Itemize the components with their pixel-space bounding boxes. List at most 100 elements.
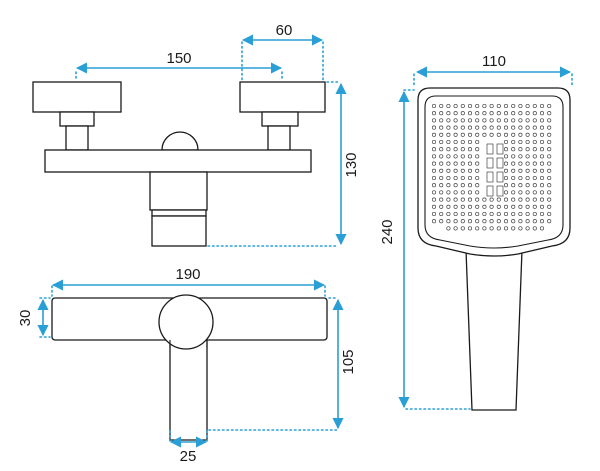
nozzle-hole (475, 118, 480, 123)
nozzle-hole (453, 168, 458, 173)
nozzle-hole (467, 175, 473, 181)
nozzle-hole (460, 197, 465, 202)
right-handle (239, 81, 326, 113)
nozzle-hole (547, 204, 552, 209)
dim-mixer-height: 130 (207, 81, 360, 247)
dim-lever-thickness: 30 (17, 297, 51, 338)
nozzle-hole (439, 175, 444, 181)
label-mixer-depth: 105 (340, 349, 357, 374)
nozzle-hole (496, 111, 501, 116)
nozzle-hole (431, 132, 437, 137)
nozzle-hole (482, 103, 487, 109)
left-handle (32, 81, 122, 113)
nozzle-hole (503, 219, 509, 224)
nozzle-hole (547, 132, 552, 137)
label-lever-thickness: 30 (17, 310, 34, 327)
nozzle-hole (446, 139, 451, 145)
nozzle-hole (453, 147, 458, 152)
dim-head-width: 110 (413, 53, 573, 87)
nozzle-hole (467, 204, 473, 209)
nozzle-hole (439, 161, 444, 166)
nozzle-hole (460, 111, 465, 116)
nozzle-hole (547, 111, 552, 116)
nozzle-hole (503, 125, 509, 130)
nozzle-hole (467, 111, 473, 116)
nozzle-hole (518, 175, 523, 181)
nozzle-hole (475, 204, 480, 209)
nozzle-hole (453, 204, 458, 209)
nozzle-hole (532, 168, 537, 173)
nozzle-hole (503, 168, 509, 173)
nozzle-hole (539, 125, 545, 130)
nozzle-hole (489, 111, 494, 116)
nozzle-hole (511, 139, 516, 145)
nozzle-hole (511, 183, 516, 188)
nozzle-hole (460, 211, 465, 217)
nozzle-hole (518, 211, 523, 217)
nozzle-hole (547, 103, 552, 109)
nozzle-hole (475, 103, 480, 109)
nozzle-hole (525, 139, 530, 145)
nozzle-hole (525, 111, 530, 116)
nozzle-hole (467, 139, 473, 145)
nozzle-hole (446, 147, 451, 152)
nozzle-hole (453, 219, 458, 224)
nozzle-hole (532, 211, 537, 217)
label-outlet-width: 25 (180, 448, 197, 465)
dim-handle-width: 60 (241, 22, 324, 81)
nozzle-hole (539, 204, 545, 209)
center-slot (486, 185, 494, 197)
nozzle-hole (453, 226, 458, 231)
nozzle-hole (489, 197, 494, 202)
nozzle-hole (460, 161, 465, 166)
outlet-upper (149, 171, 208, 211)
nozzle-hole (547, 147, 552, 152)
nozzle-hole (467, 103, 473, 109)
nozzle-hole (525, 226, 530, 231)
nozzle-hole (482, 226, 487, 231)
nozzle-hole (475, 175, 480, 181)
nozzle-hole (547, 125, 552, 130)
nozzle-hole (460, 103, 465, 109)
nozzle-hole (431, 103, 437, 109)
nozzle-hole (439, 125, 444, 130)
nozzle-hole (439, 132, 444, 137)
nozzle-hole (518, 161, 523, 166)
nozzle-hole (453, 103, 458, 109)
nozzle-hole (511, 226, 516, 231)
nozzle-hole (475, 183, 480, 188)
outlet-ring (151, 209, 207, 217)
nozzle-hole (539, 161, 545, 166)
outlet-lower (151, 215, 207, 247)
nozzle-hole (532, 190, 537, 195)
nozzle-hole (475, 226, 480, 231)
nozzle-hole (446, 111, 451, 116)
nozzle-hole (547, 183, 552, 188)
nozzle-hole (539, 154, 545, 159)
nozzle-hole (446, 161, 451, 166)
nozzle-hole (482, 125, 487, 130)
nozzle-hole (460, 139, 465, 145)
nozzle-hole (453, 132, 458, 137)
nozzle-hole (503, 118, 509, 123)
nozzle-hole (503, 204, 509, 209)
shower-handle (465, 249, 523, 411)
nozzle-hole (532, 219, 537, 224)
nozzle-hole (532, 139, 537, 145)
nozzle-hole (453, 154, 458, 159)
dim-outlet-width: 25 (169, 430, 208, 465)
nozzle-hole (539, 103, 545, 109)
nozzle-hole (511, 219, 516, 224)
nozzle-hole (475, 190, 480, 195)
nozzle-hole (467, 211, 473, 217)
center-slot (486, 157, 494, 169)
nozzle-hole (453, 111, 458, 116)
shower-nozzle-grid (431, 103, 552, 231)
nozzle-hole (453, 197, 458, 202)
nozzle-hole (539, 219, 545, 224)
shower-head-inner (424, 95, 564, 249)
nozzle-hole (475, 168, 480, 173)
nozzle-hole (518, 154, 523, 159)
nozzle-hole (496, 103, 501, 109)
nozzle-hole (482, 197, 487, 202)
